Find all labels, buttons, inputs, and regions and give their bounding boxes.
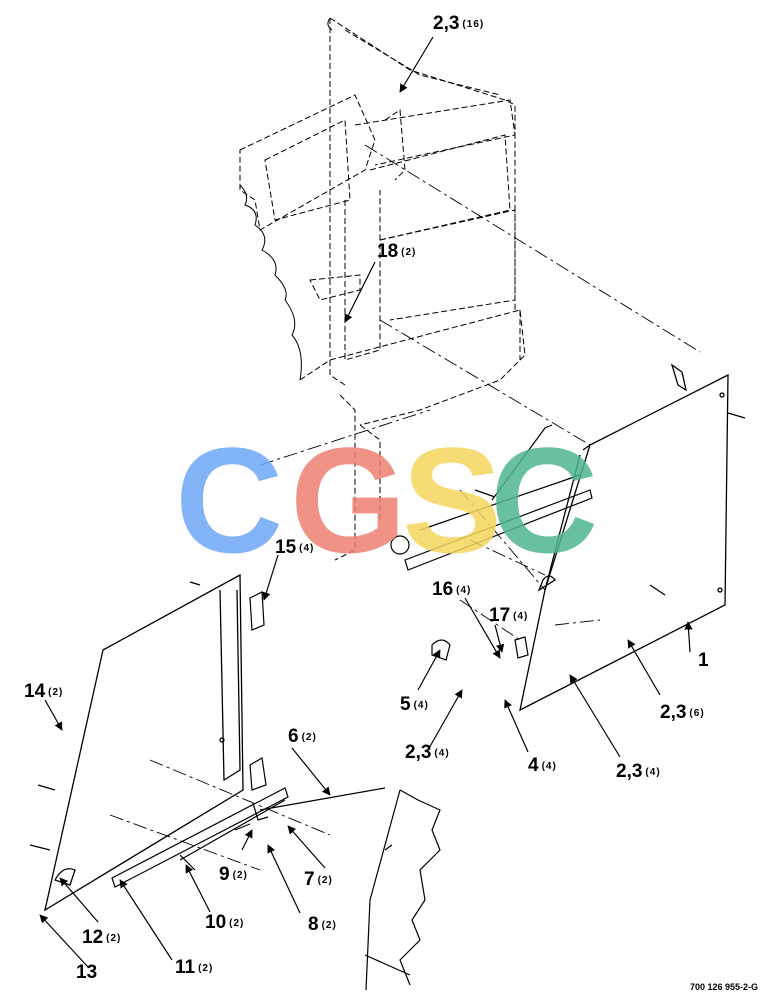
frame-assembly <box>239 17 526 561</box>
cgsc-watermark: C G S C <box>175 416 598 584</box>
callout-7: 7(2) <box>304 869 333 890</box>
callout-1: 1 <box>698 650 709 671</box>
callout-10: 10(2) <box>205 912 245 933</box>
callout-5: 5(4) <box>400 694 429 715</box>
callout-15: 15(4) <box>275 537 315 558</box>
callout-2-3-16: 2,3(16) <box>433 13 485 34</box>
callout-9: 9(2) <box>219 864 248 885</box>
alignment-lines <box>109 144 701 871</box>
callout-2-3-4a: 2,3(4) <box>405 742 450 763</box>
callout-8: 8(2) <box>308 914 337 935</box>
callout-17: 17(4) <box>489 605 529 626</box>
left-side-panel <box>29 573 244 912</box>
callout-13: 13 <box>76 962 98 983</box>
callout-2-3-4b: 2,3(4) <box>616 761 661 782</box>
drawing-number: 700 126 955-2-G <box>689 982 758 992</box>
leader-arrows <box>39 36 693 968</box>
hinge-bracket <box>249 591 529 791</box>
frame-break-lines <box>239 17 333 381</box>
callout-12: 12(2) <box>82 927 122 948</box>
hinge-rod-assembly <box>111 424 593 888</box>
watermark-letter-c: C <box>175 416 283 584</box>
callout-6: 6(2) <box>288 726 317 747</box>
watermark-letter-s: S <box>402 416 502 584</box>
watermark-letter-g: G <box>290 416 407 584</box>
callout-14: 14(2) <box>24 681 64 702</box>
lower-frame-fragment <box>364 789 441 991</box>
callout-18: 18(2) <box>377 241 417 262</box>
callout-4: 4(4) <box>528 755 557 776</box>
watermark-letter-c2: C <box>490 416 598 584</box>
callout-2-3-6: 2,3(6) <box>660 702 705 723</box>
callout-11: 11(2) <box>175 957 214 978</box>
callout-16: 16(4) <box>432 579 472 600</box>
